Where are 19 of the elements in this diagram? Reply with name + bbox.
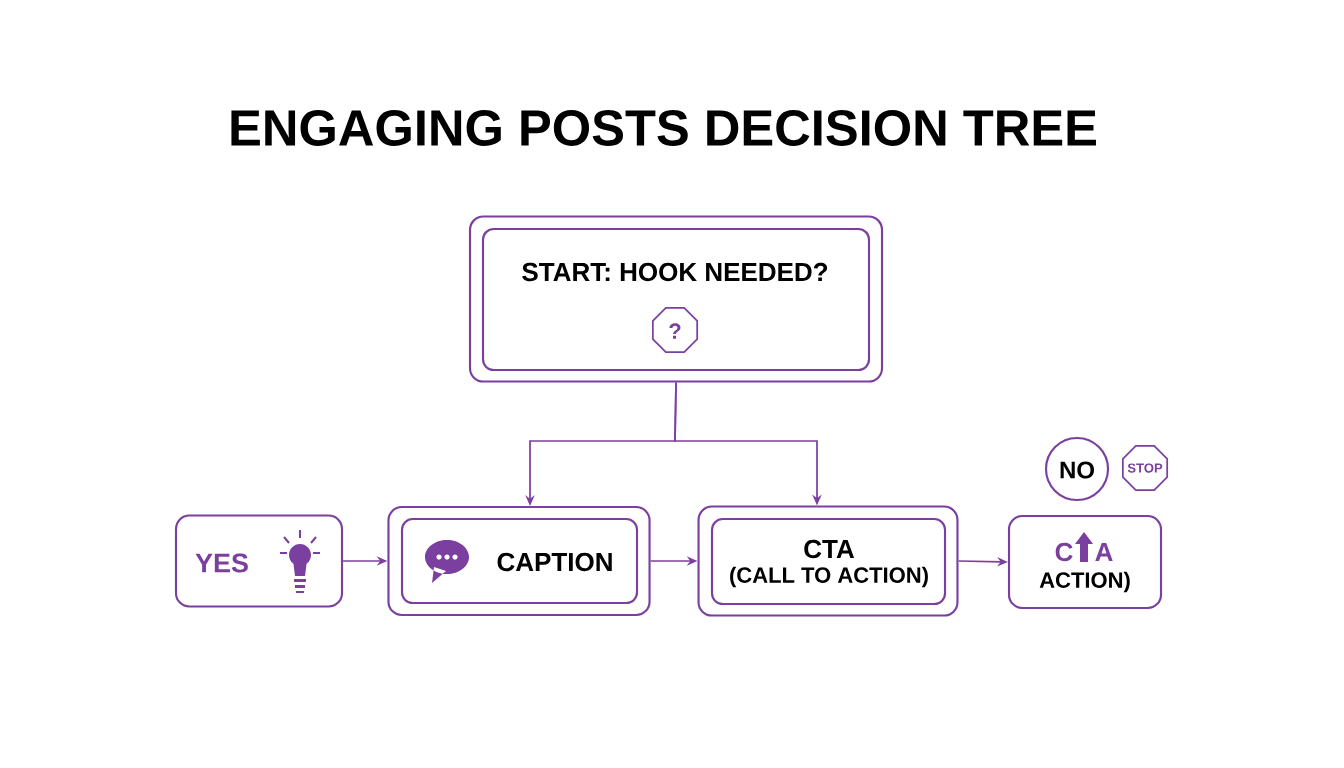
node-text: ? <box>669 323 681 339</box>
node-text: START: HOOK NEEDED? <box>522 262 828 282</box>
double-box <box>697 505 959 617</box>
node-text: C <box>1055 542 1073 562</box>
double-box <box>387 505 651 617</box>
process-box <box>174 514 344 608</box>
stop-sign <box>1121 444 1169 492</box>
decision-circle <box>1044 436 1110 502</box>
process-box <box>1007 514 1163 610</box>
node-text: CAPTION <box>497 552 612 572</box>
node-text: STOP <box>1127 463 1163 473</box>
node-text: ACTION) <box>1039 571 1130 593</box>
title: ENGAGING POSTS DECISION TREE <box>231 110 1096 146</box>
double-box <box>468 215 884 383</box>
node-text: (CALL TO ACTION) <box>730 566 928 588</box>
node-text: YES <box>195 553 248 573</box>
node-text: NO <box>1060 461 1094 479</box>
node-text: CTA <box>804 539 855 559</box>
node-text: A <box>1095 543 1113 561</box>
